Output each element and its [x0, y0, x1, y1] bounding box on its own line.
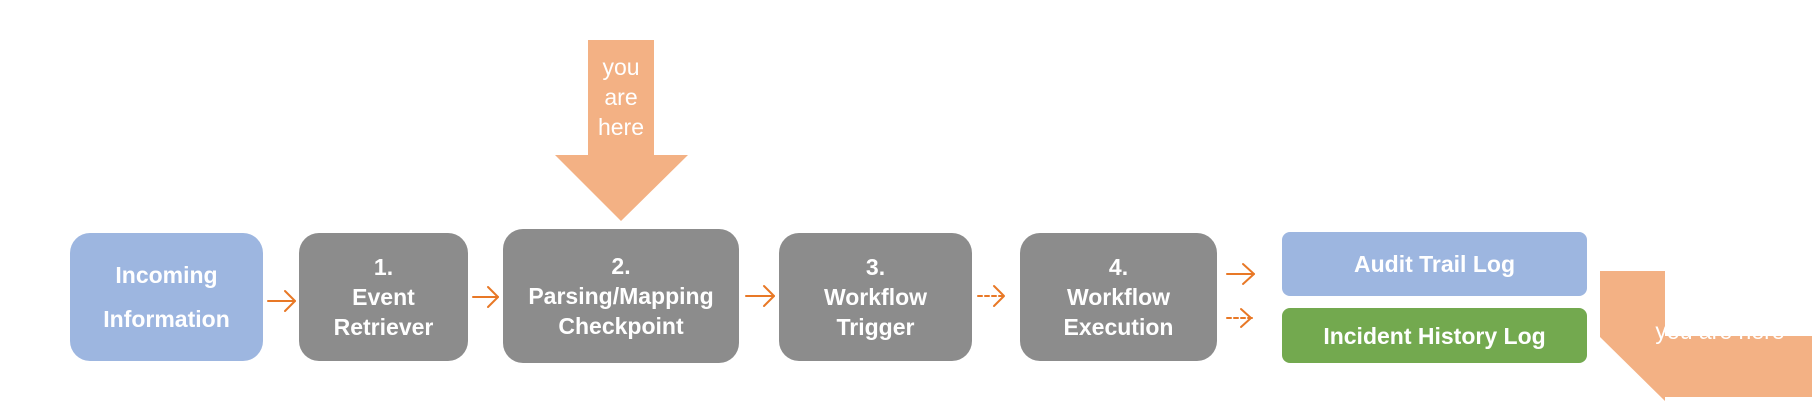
step-3-line-1: Workflow: [823, 284, 928, 310]
step-1-number: 1.: [373, 254, 394, 280]
you-are-here-left-arrow: [1600, 271, 1812, 401]
audit-trail-log-box: Audit Trail Log: [1282, 232, 1587, 296]
top-marker-line-1: you: [602, 54, 640, 80]
step-4-line-1: Workflow: [1066, 284, 1171, 310]
top-marker-line-3: here: [597, 114, 645, 140]
step-workflow-trigger-box: 3. Workflow Trigger: [779, 233, 972, 361]
step-3-number: 3.: [865, 254, 886, 280]
connector-step1-to-step2: [472, 286, 499, 308]
top-marker-line-2: are: [604, 84, 638, 110]
you-are-here-down-arrow: [555, 40, 688, 221]
incoming-information-box: Incoming Information: [70, 233, 263, 361]
step-1-line-2: Retriever: [333, 314, 434, 340]
step-2-line-1: Parsing/Mapping: [528, 283, 714, 309]
step-4-number: 4.: [1108, 254, 1129, 280]
incident-history-log-box: Incident History Log: [1282, 308, 1587, 363]
incoming-line-2: Information: [103, 306, 230, 332]
step-event-retriever-box: 1. Event Retriever: [299, 233, 468, 361]
step-2-line-2: Checkpoint: [558, 313, 684, 339]
step-3-line-2: Trigger: [836, 314, 915, 340]
top-marker-label: you are here: [588, 52, 654, 142]
connector-incoming-to-step1: [267, 290, 296, 312]
step-workflow-execution-box: 4. Workflow Execution: [1020, 233, 1217, 361]
step-4-line-2: Execution: [1063, 314, 1174, 340]
right-marker-label: you are here: [1655, 318, 1785, 344]
incoming-line-1: Incoming: [115, 262, 218, 288]
step-2-number: 2.: [611, 253, 631, 279]
step-1-line-1: Event: [352, 284, 415, 310]
connector-step4-to-audit-log: [1226, 263, 1255, 285]
connector-step2-to-step3: [745, 285, 775, 307]
step-parsing-mapping-box: 2. Parsing/Mapping Checkpoint: [503, 229, 739, 363]
connector-step3-to-step4: [977, 285, 1006, 307]
connector-step4-to-incident-log: [1226, 308, 1253, 328]
